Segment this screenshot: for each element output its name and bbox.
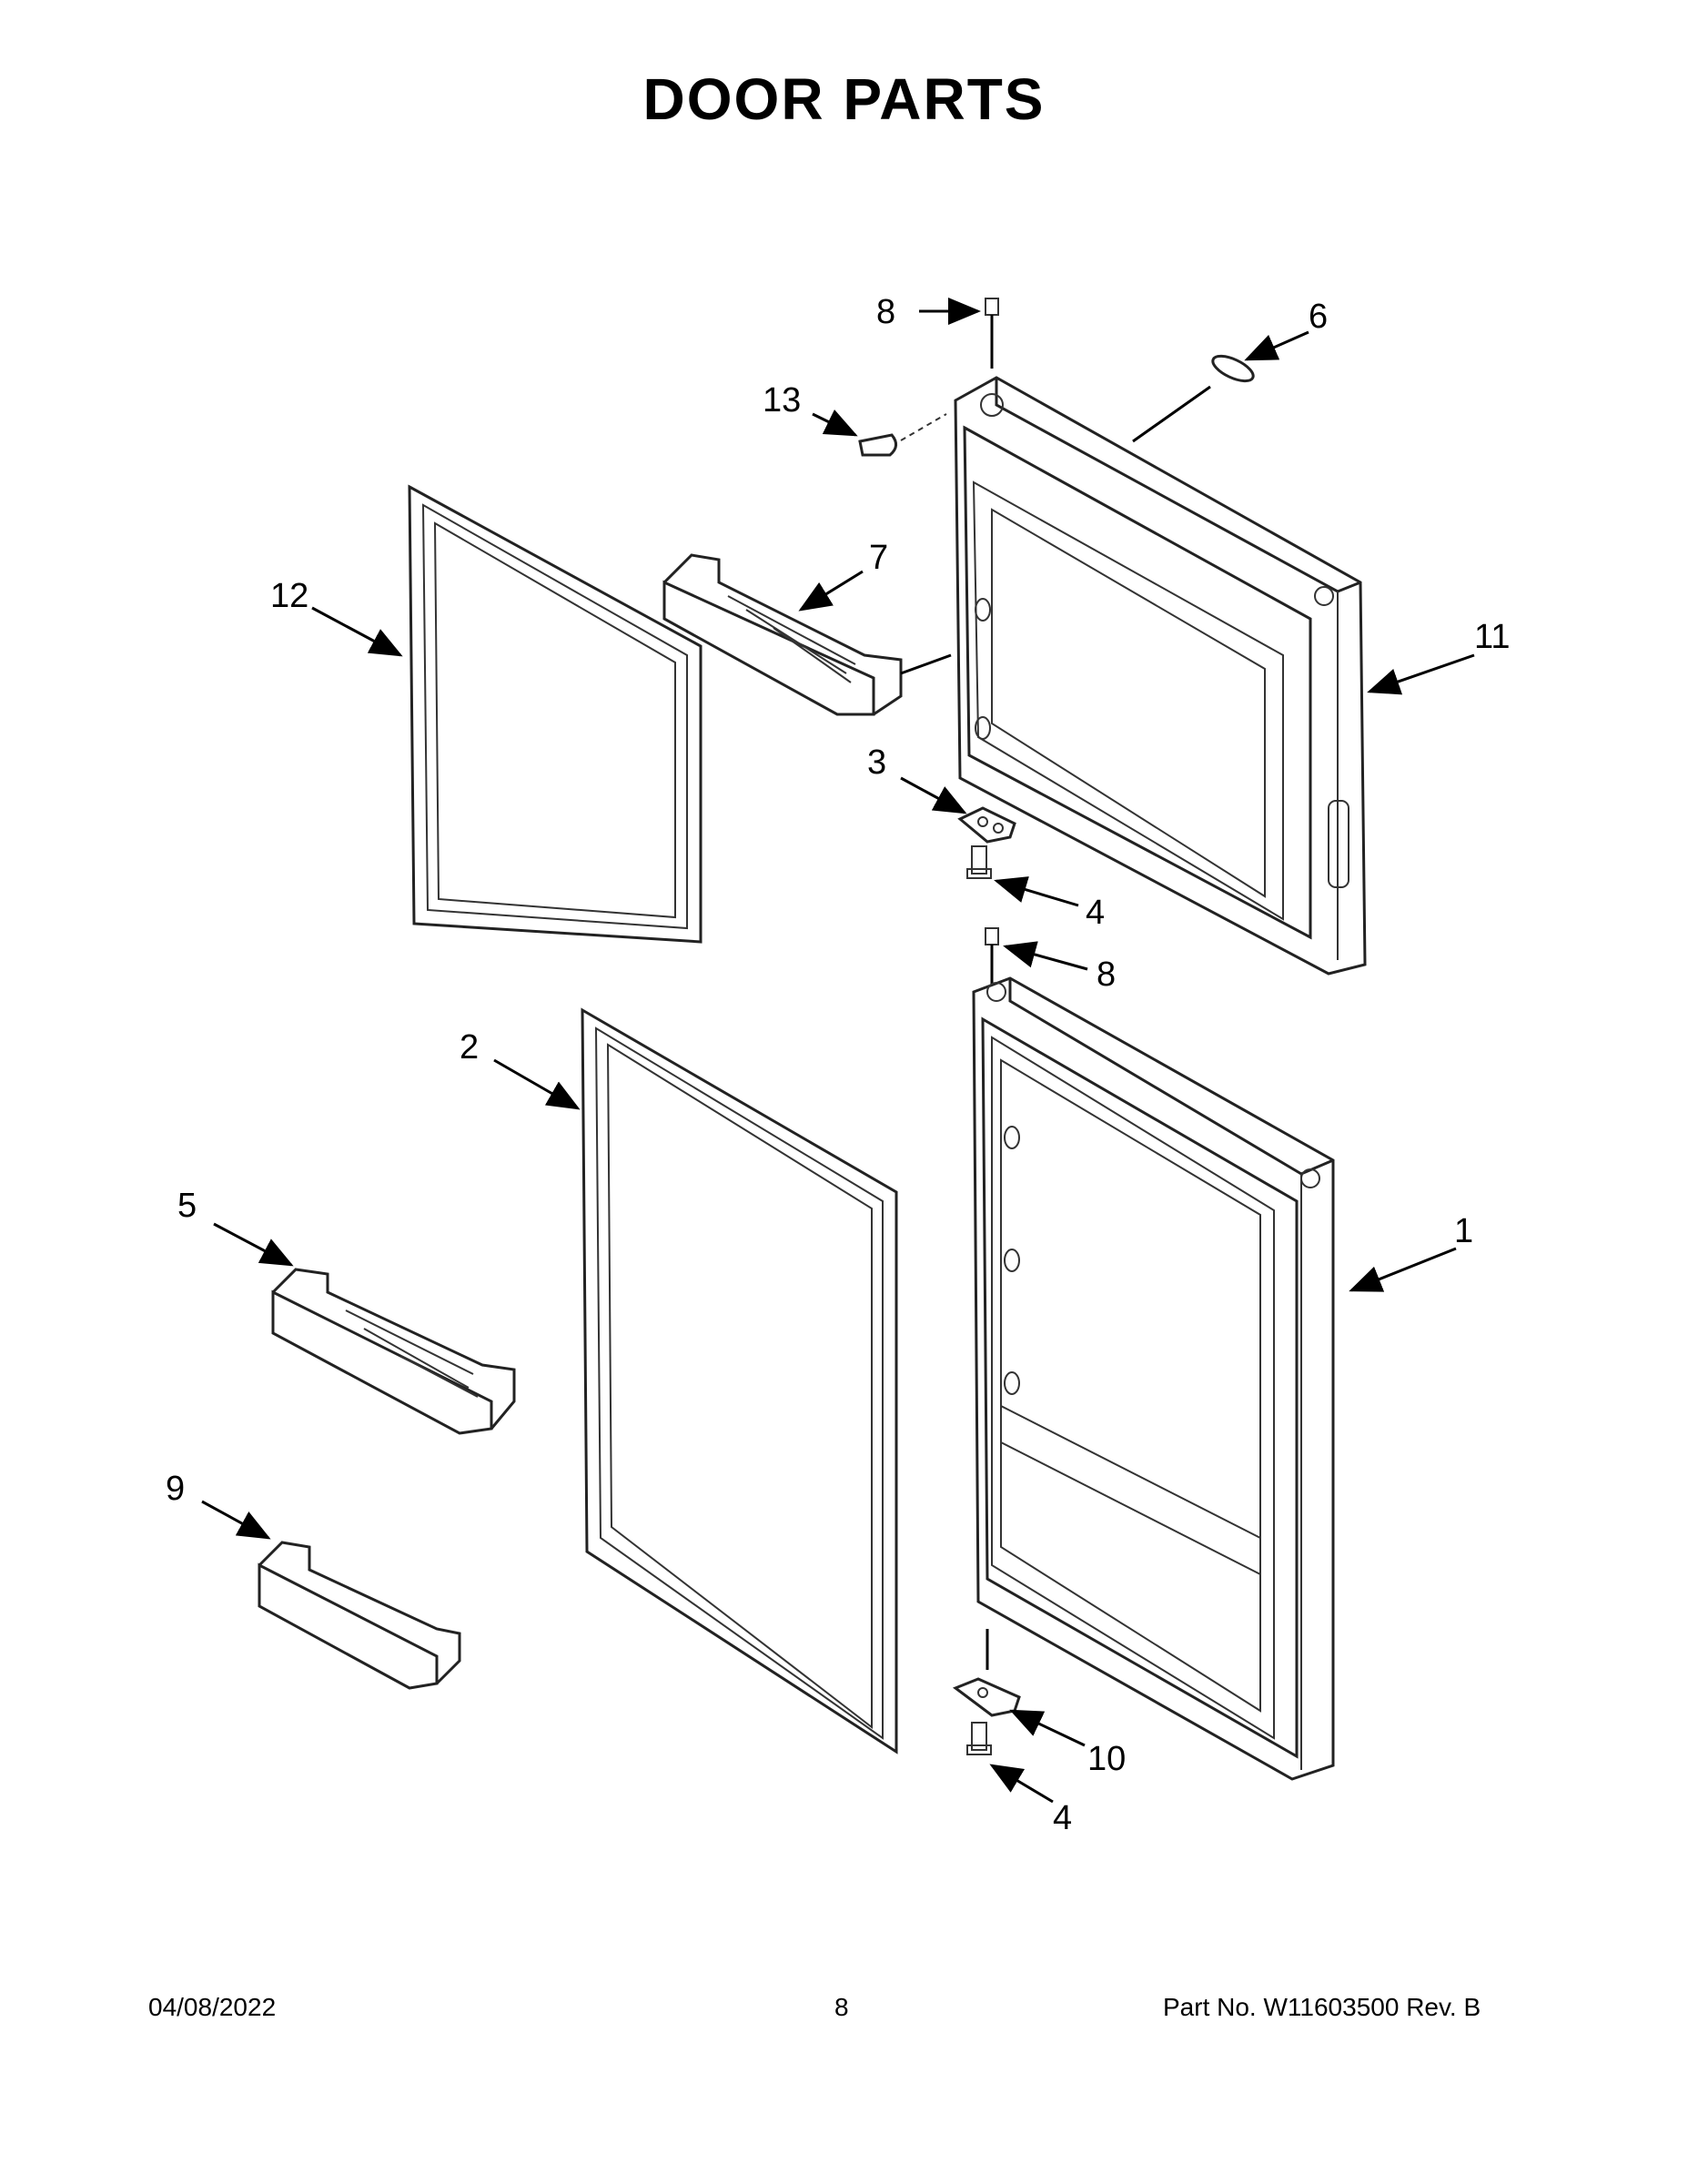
footer-page-number: 8 — [834, 1993, 849, 2021]
callout-7: 7 — [869, 539, 888, 577]
washer-ring — [1211, 354, 1255, 383]
callout-4-mid: 4 — [1086, 894, 1105, 932]
callout-2: 2 — [460, 1028, 479, 1067]
callout-labels: 8 6 13 7 12 11 3 4 8 2 1 5 9 10 4 — [166, 293, 1510, 1837]
callout-13: 13 — [763, 381, 801, 420]
callout-8-top: 8 — [876, 293, 895, 331]
callout-11: 11 — [1474, 618, 1510, 656]
callout-12: 12 — [270, 577, 308, 615]
hinge-center — [957, 806, 1016, 844]
hinge-cap — [858, 433, 897, 457]
leader-lines — [201, 298, 1475, 1804]
callout-9: 9 — [166, 1470, 185, 1508]
hinge-pin-top — [985, 298, 999, 369]
page-title: DOOR PARTS — [642, 66, 1046, 132]
footer-date: 04/08/2022 — [148, 1993, 277, 2021]
door-bin-small — [258, 1541, 461, 1690]
fresh-food-gasket — [581, 1007, 898, 1754]
hinge-pin-mid — [985, 927, 999, 987]
freezer-gasket — [408, 484, 702, 944]
callout-6: 6 — [1309, 298, 1328, 336]
callout-10: 10 — [1087, 1740, 1126, 1778]
callout-5: 5 — [177, 1187, 197, 1225]
callout-8-mid: 8 — [1097, 956, 1116, 994]
screw-center — [966, 845, 992, 879]
callout-4-bottom: 4 — [1053, 1799, 1072, 1837]
callout-1: 1 — [1454, 1212, 1473, 1250]
screw-bottom — [966, 1722, 992, 1755]
fresh-food-door — [972, 976, 1335, 1781]
freezer-door — [954, 376, 1367, 976]
callout-3: 3 — [867, 743, 886, 782]
door-bin-large — [271, 1268, 516, 1435]
freezer-door-bin — [662, 553, 952, 716]
footer-part-number: Part No. W11603500 Rev. B — [1163, 1993, 1481, 2021]
hinge-bottom — [952, 1629, 1021, 1717]
